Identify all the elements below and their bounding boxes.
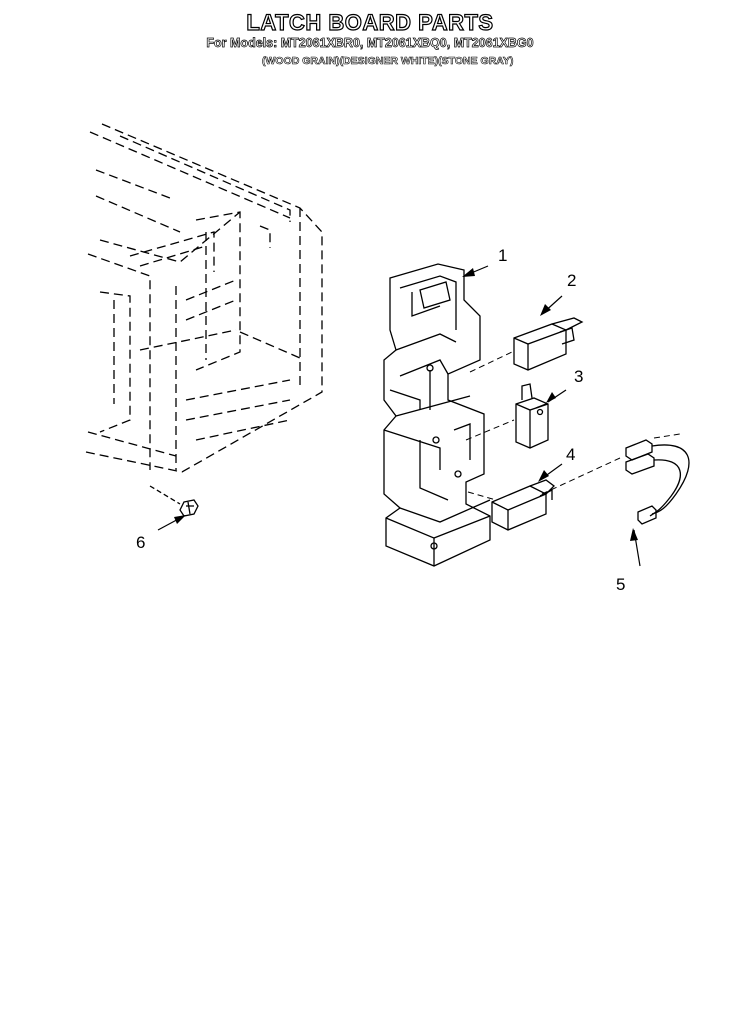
latch-board [383, 263, 491, 567]
page-title: LATCH BOARD PARTS [246, 9, 494, 35]
arrowhead-2 [540, 304, 551, 316]
interlock-switch-3 [515, 383, 549, 449]
callout-4: 4 [566, 445, 576, 464]
alignment-lines [465, 351, 681, 501]
model-numbers: For Models: MT2061XBR0, MT2061XBQ0, MT20… [206, 36, 534, 51]
arrowhead-1 [462, 268, 475, 277]
callout-1: 1 [498, 246, 508, 265]
callout-6: 6 [136, 533, 146, 552]
arrowhead-4 [538, 470, 549, 482]
leader-arrows [157, 265, 641, 567]
interlock-switch-2 [513, 317, 584, 371]
microwave-cavity-outline [85, 123, 323, 473]
arrowhead-5 [630, 528, 638, 541]
callout-3: 3 [574, 367, 584, 386]
arrowhead-6 [174, 515, 186, 524]
callout-2: 2 [567, 271, 577, 290]
mounting-screw [149, 485, 199, 517]
wire-harness [625, 439, 690, 525]
interlock-switch-4 [491, 479, 555, 531]
callout-5: 5 [616, 575, 626, 594]
arrowhead-3 [546, 392, 556, 403]
finish-options: (WOOD GRAIN)(DESIGNER WHITE)(STONE GRAY) [262, 55, 514, 68]
